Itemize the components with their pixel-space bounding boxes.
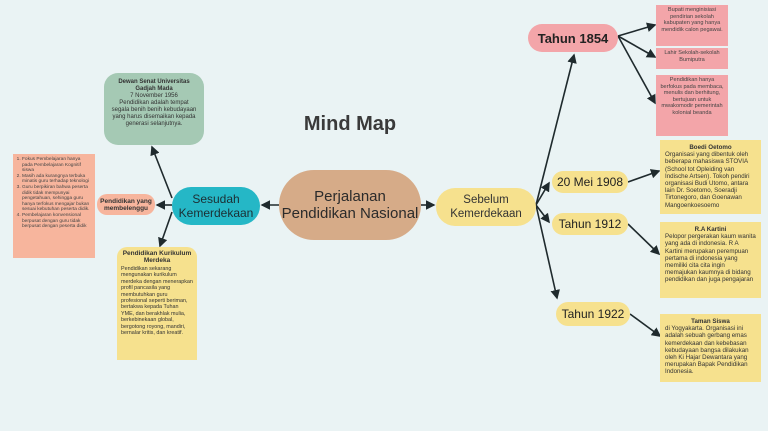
kartini-card: R.A Kartini Pelopor pergerakan kaum wani… xyxy=(660,222,761,298)
pembelenggu-node: Pendidikan yang membelenggu xyxy=(97,194,155,215)
tahun-1854-note: Bupati menginisiasi pendirian sekolah ka… xyxy=(656,5,728,46)
dewan-senat-title: Dewan Senat Universitas Gadjah Mada xyxy=(118,79,190,92)
central-node: Perjalanan Pendidikan Nasional xyxy=(279,170,421,240)
boedi-oetomo-text: Organisasi yang dibentuk oleh beberapa m… xyxy=(665,151,750,209)
tahun-1854-note: Lahir Sekolah-sekolah Bumiputra xyxy=(656,48,728,69)
kurikulum-merdeka-card: Pendidikan Kurikulum Merdeka Pendidikan … xyxy=(117,247,197,360)
kartini-title: R.A Kartini xyxy=(694,226,727,233)
tahun-1854-node: Tahun 1854 xyxy=(528,24,618,52)
pembelenggu-item: Fokus Pembelajaran hanya pada Pembelajar… xyxy=(22,157,92,174)
boedi-oetomo-card: Boedi Oetomo Organisasi yang dibentuk ol… xyxy=(660,140,761,214)
kartini-text: Pelopor pergerakan kaum wanita yang ada … xyxy=(665,233,756,284)
sebelum-kemerdekaan-node: Sebelum Kemerdekaan xyxy=(436,188,536,226)
taman-siswa-card: Taman Siswa di Yogyakarta. Organisasi in… xyxy=(660,314,761,382)
pembelenggu-list-card: Fokus Pembelajaran hanya pada Pembelajar… xyxy=(13,154,95,258)
pembelenggu-item: Masih ada kurangnya terbuka minatis guru… xyxy=(22,174,92,185)
tahun-1912-node: Tahun 1912 xyxy=(552,213,628,235)
kurikulum-merdeka-text: Pendidikan sekarang mengunakan kurikulum… xyxy=(121,266,193,337)
pembelenggu-item: Guru berpikiran bahwa peserta didik tida… xyxy=(22,185,92,213)
mei-1908-node: 20 Mei 1908 xyxy=(552,171,628,193)
dewan-senat-text: Pendidikan adalah tempat segala benih be… xyxy=(111,100,197,127)
dewan-senat-card: Dewan Senat Universitas Gadjah Mada 7 No… xyxy=(104,73,204,145)
dewan-senat-date: 7 November 1956 xyxy=(130,93,178,99)
boedi-oetomo-title: Boedi Oetomo xyxy=(689,144,732,151)
pembelenggu-item: Pembelajaran konvensional berpusat denga… xyxy=(22,213,92,230)
tahun-1854-note: Pendidikan hanya berfokus pada membaca, … xyxy=(656,75,728,136)
sesudah-kemerdekaan-node: Sesudah Kemerdekaan xyxy=(172,187,260,225)
taman-siswa-text: di Yogyakarta. Organisasi ini adalah seb… xyxy=(665,325,749,376)
tahun-1922-node: Tahun 1922 xyxy=(556,302,630,326)
map-title: Mind Map xyxy=(303,113,397,135)
kurikulum-merdeka-title: Pendidikan Kurikulum Merdeka xyxy=(122,250,192,264)
taman-siswa-title: Taman Siswa xyxy=(691,318,730,325)
